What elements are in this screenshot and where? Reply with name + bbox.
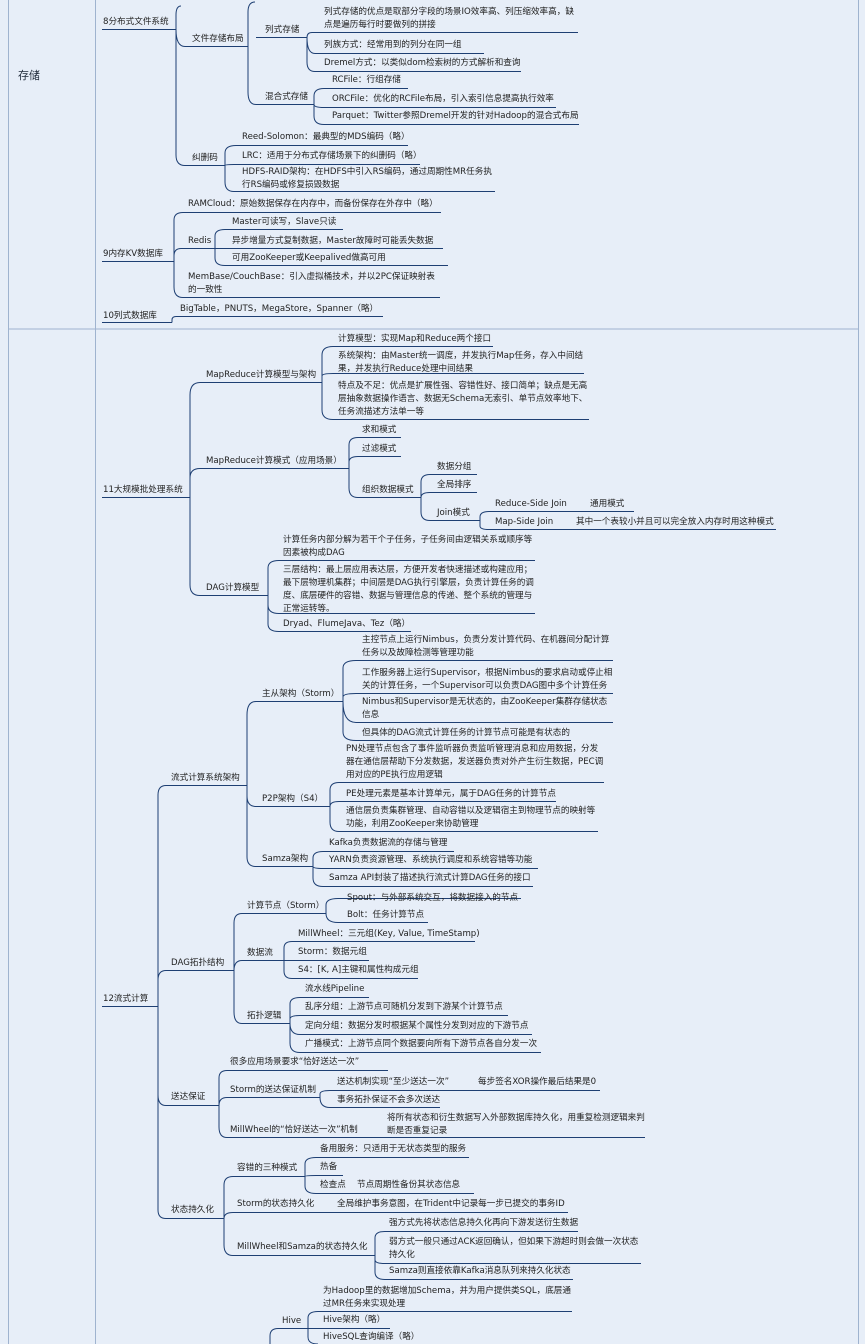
node: 纠删码 — [192, 153, 218, 163]
node: 流式计算系统架构 — [171, 773, 240, 783]
node: MillWheel：三元组(Key, Value, TimeStamp) — [298, 929, 480, 939]
node: 混合式存储 — [265, 92, 308, 102]
section-storage: 存储 — [18, 69, 40, 82]
node: 文件存储布局 — [192, 34, 244, 44]
node: 通用模式 — [590, 499, 625, 509]
node: Bolt：任务计算节点 — [347, 910, 425, 920]
node: Dremel方式：以类似dom检索树的方式解析和查询 — [324, 58, 521, 68]
node: Join模式 — [437, 508, 470, 518]
node: DAG计算模型 — [206, 583, 260, 593]
node: Storm的状态持久化 — [237, 1199, 315, 1209]
node: 送达机制实现“至少送达一次” — [337, 1077, 450, 1087]
chapter-9: 9内存KV数据库 — [103, 249, 163, 259]
node: 列族方式：经常用到的列分在同一组 — [324, 40, 462, 50]
node: 定向分组：数据分发时根据某个属性分发到对应的下游节点 — [305, 1021, 529, 1031]
node: MillWheel的“恰好送达一次”机制 — [230, 1125, 358, 1135]
node: Samza API封装了描述执行流式计算DAG任务的接口 — [329, 873, 531, 883]
node: HiveSQL查询编译（略） — [323, 1332, 420, 1342]
node: 可用ZooKeeper或Keepalived做高可用 — [232, 253, 386, 263]
node: 乱序分组：上游节点可随机分发到下游某个计算节点 — [305, 1002, 503, 1012]
node: 每步签名XOR操作最后结果是0 — [478, 1077, 597, 1087]
node: 弱方式一般只通过ACK返回确认，但如果下游超时则会做一次状态持久化 — [389, 1237, 639, 1260]
node: Storm：数据元组 — [298, 947, 367, 957]
node: 主从架构（Storm） — [262, 689, 340, 699]
node: 过滤模式 — [362, 444, 397, 454]
node: 通信层负责集群管理、自动容错以及逻辑宿主到物理节点的映射等功能，利用ZooKee… — [346, 806, 596, 829]
node: 列式存储 — [265, 25, 300, 35]
node: RCFile：行组存储 — [332, 75, 401, 85]
node: 将所有状态和衍生数据写入外部数据库持久化，用重复检测逻辑来判断是否重复记录 — [387, 1113, 645, 1136]
node: 事务拓扑保证不会多次送达 — [337, 1095, 441, 1105]
node: YARN负责资源管理、系统执行调度和系统容错等功能 — [329, 855, 533, 865]
node: 异步增量方式复制数据，Master故障时可能丢失数据 — [232, 236, 434, 246]
node: 很多应用场景要求“恰好送达一次” — [230, 1057, 360, 1067]
node: 流水线Pipeline — [305, 984, 365, 994]
node: 计算任务内部分解为若干个子任务，子任务间由逻辑关系或顺序等因素被构成DAG — [283, 535, 533, 558]
node: MapReduce计算模式（应用场景） — [206, 456, 342, 466]
node: 特点及不足：优点是扩展性强、容错性好、接口简单；缺点是无高层抽象数据操作语言、数… — [338, 381, 588, 417]
node: MemBase/CouchBase：引入虚拟桶技术，并以2PC保证映射表的一致性 — [188, 272, 435, 295]
node: ORCFile：优化的RCFile布局，引入索引信息提高执行效率 — [332, 94, 554, 104]
node: Parquet：Twitter参照Dremel开发的针对Hadoop的混合式布局 — [332, 111, 579, 121]
node: 主控节点上运行Nimbus，负责分发计算代码、在机器间分配计算任务以及故障检测等… — [362, 635, 610, 658]
chapter-8: 8分布式文件系统 — [103, 17, 169, 27]
node: 三层结构：最上层应用表达层，方便开发者快速描述或构建应用；最下层物理机集群；中间… — [283, 565, 534, 614]
node: 数据流 — [247, 948, 273, 958]
node: Dryad、FlumeJava、Tez（略） — [283, 619, 411, 629]
node: 广播模式：上游节点同个数据要向所有下游节点各自分发一次 — [305, 1039, 538, 1049]
node: Nimbus和Supervisor是无状态的，由ZooKeeper集群存储状态信… — [362, 697, 608, 720]
node: 系统架构：由Master统一调度，并发执行Map任务，存入中间结果，并发执行Re… — [338, 351, 584, 374]
node: Redis — [188, 236, 212, 246]
node: MillWheel和Samza的状态持久化 — [237, 1242, 368, 1252]
node: Samza架构 — [262, 854, 309, 864]
node: Spout：与外部系统交互，将数据接入的节点 — [347, 893, 519, 903]
node: 拓扑逻辑 — [247, 1011, 282, 1021]
node: Reed-Solomon：最典型的MDS编码（略） — [242, 132, 410, 142]
node: DAG拓扑结构 — [171, 958, 225, 968]
node: Reduce-Side Join — [495, 499, 567, 509]
node: Map-Side Join — [495, 517, 554, 527]
node: 送达保证 — [171, 1092, 206, 1102]
node: 计算节点（Storm） — [247, 901, 325, 911]
node: 求和模式 — [362, 425, 397, 435]
node: LRC：适用于分布式存储场景下的纠删码（略） — [242, 151, 422, 161]
node: 检查点 — [320, 1180, 346, 1190]
node: 为Hadoop里的数据增加Schema，并为用户提供类SQL，底层通过MR任务来… — [323, 1286, 571, 1309]
node: 状态持久化 — [171, 1205, 214, 1215]
node: 容错的三种模式 — [237, 1163, 298, 1173]
node: 全局维护事务意图，在Trident中记录每一步已提交的事务ID — [337, 1199, 565, 1209]
node: RAMCloud：原始数据保存在内存中，而备份保存在外存中（略） — [188, 199, 438, 209]
chapter-11: 11大规模批处理系统 — [103, 485, 183, 495]
node: S4：[K, A]主键和属性构成元组 — [298, 965, 419, 975]
node: 备用服务：只适用于无状态类型的服务 — [320, 1144, 467, 1154]
node: 组织数据模式 — [362, 485, 414, 495]
node: MapReduce计算模型与架构 — [206, 370, 317, 380]
node: 热备 — [320, 1162, 338, 1172]
node: 数据分组 — [437, 462, 472, 472]
node: PE处理元素是基本计算单元，属于DAG任务的计算节点 — [346, 789, 556, 799]
node: 但具体的DAG流式计算任务的计算节点可能是有状态的 — [362, 728, 570, 738]
node: Storm的送达保证机制 — [230, 1085, 316, 1095]
node: Master可读写，Slave只读 — [232, 217, 337, 227]
node: PN处理节点包含了事件监听器负责监听管理消息和应用数据，分发器在通信层帮助下分发… — [346, 744, 604, 780]
node: 列式存储的优点是取部分字段的场景IO效率高、列压缩效率高，缺点是遍历每行时要做列… — [324, 7, 574, 30]
node: HDFS-RAID架构：在HDFS中引入RS编码，通过周期性MR任务执行RS编码… — [242, 167, 492, 190]
node: 节点周期性备份其状态信息 — [357, 1180, 461, 1190]
node: P2P架构（S4） — [262, 794, 324, 804]
node: Kafka负责数据流的存储与管理 — [329, 838, 448, 848]
chapter-10: 10列式数据库 — [103, 311, 157, 321]
node: BigTable，PNUTS，MegaStore，Spanner（略） — [180, 304, 379, 314]
chapter-12: 12流式计算 — [103, 994, 149, 1004]
node: 强方式先将状态信息持久化再向下游发送衍生数据 — [389, 1218, 579, 1228]
node: Hive架构（略） — [323, 1315, 386, 1325]
node: 其中一个表较小并且可以完全放入内存时用这种模式 — [576, 517, 774, 527]
node: 计算模型：实现Map和Reduce两个接口 — [338, 334, 492, 344]
node: 全局排序 — [437, 480, 472, 490]
node: Samza则直接依靠Kafka消息队列来持久化状态 — [389, 1266, 571, 1276]
node: 工作服务器上运行Supervisor，根据Nimbus的要求启动或停止相关的计算… — [362, 668, 613, 691]
node: Hive — [282, 1316, 302, 1326]
